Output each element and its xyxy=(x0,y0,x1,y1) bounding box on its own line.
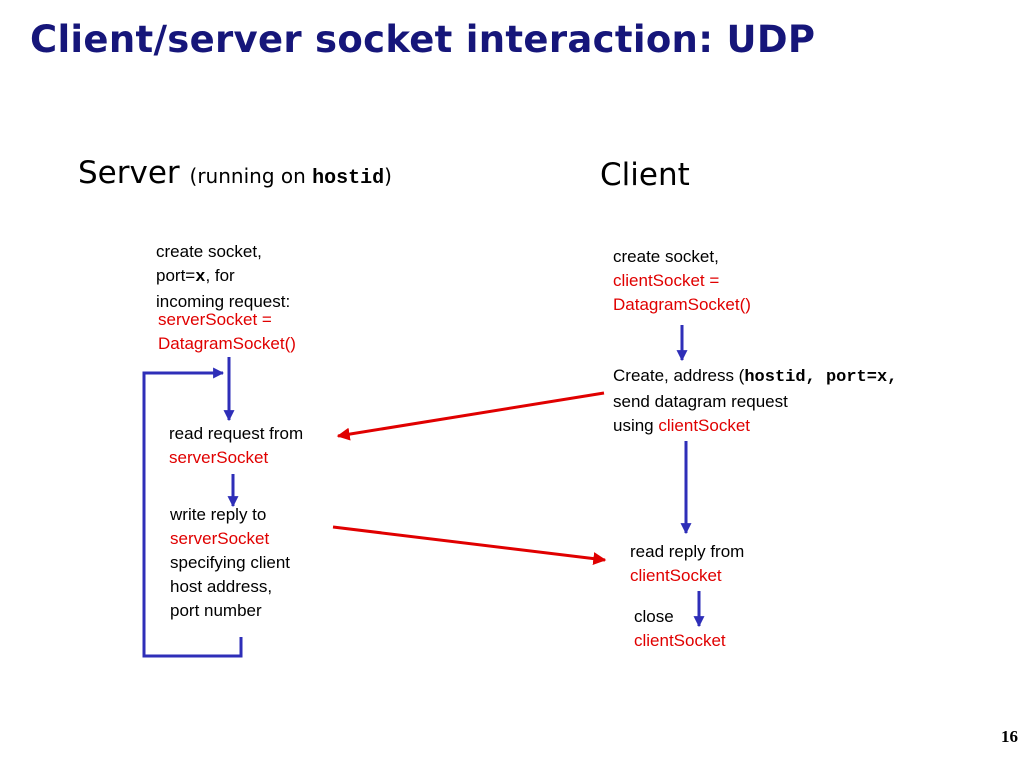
page-title: Client/server socket interaction: UDP xyxy=(30,18,816,61)
client-header: Client xyxy=(600,157,690,193)
client-read-reply-step: read reply from clientSocket xyxy=(630,542,745,585)
server-host: hostid xyxy=(312,167,385,190)
arrow-server-loop-back xyxy=(142,367,243,658)
arrow-request-datagram xyxy=(336,391,605,441)
server-header-sub: (running on hostid) xyxy=(189,164,392,190)
client-close-step: close clientSocket xyxy=(634,607,726,650)
server-create-socket-text: create socket, port=x, for incoming requ… xyxy=(156,242,291,311)
arrow-reply-datagram xyxy=(332,525,607,566)
server-create-socket-code: serverSocket = DatagramSocket() xyxy=(158,310,296,353)
client-send-request-step: Create, address (hostid, port=x, send da… xyxy=(613,366,898,435)
client-create-socket-step: create socket, clientSocket = DatagramSo… xyxy=(613,247,751,314)
page-number: 16 xyxy=(1001,727,1018,746)
server-header: Server (running on hostid) xyxy=(78,155,392,191)
server-header-label: Server xyxy=(78,155,180,191)
server-write-reply-step: write reply to serverSocket specifying c… xyxy=(170,505,291,620)
server-read-request-step: read request from serverSocket xyxy=(169,424,304,467)
